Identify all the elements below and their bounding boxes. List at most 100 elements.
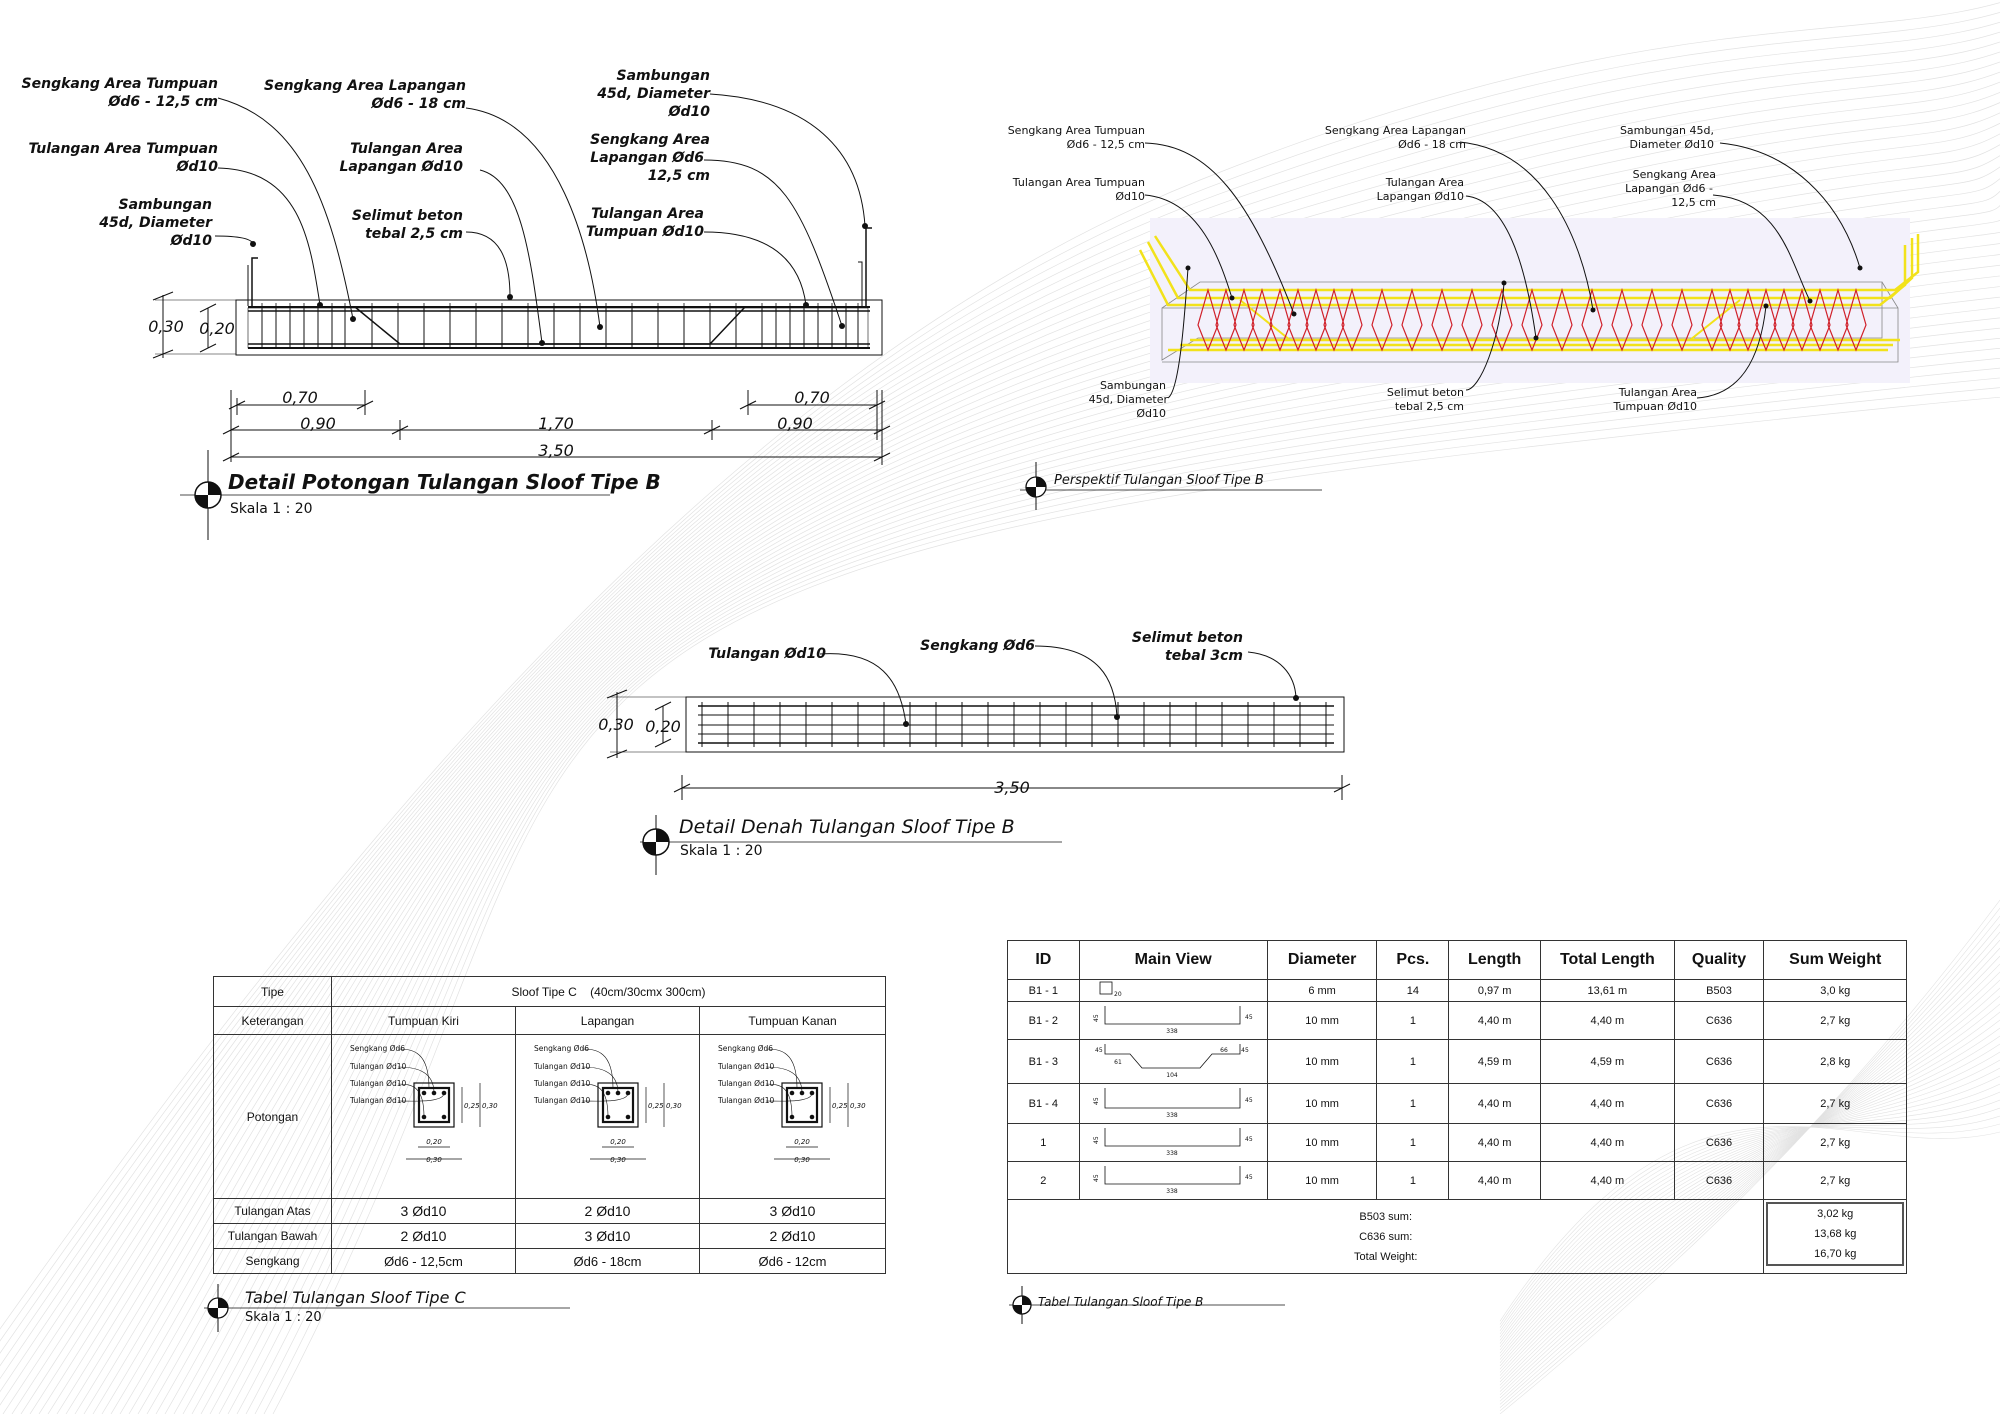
bar-shape-drawing: 20 [1099, 981, 1122, 998]
tblb-weight: 2,7 kg [1763, 1161, 1907, 1200]
bar-shape-label: 45 [1241, 1047, 1249, 1054]
tblb-length: 4,40 m [1448, 1123, 1542, 1162]
tblb-id: 1 [1007, 1123, 1080, 1162]
bar-shape-label: 45 [1095, 1047, 1103, 1054]
tblb-id: B1 - 3 [1007, 1039, 1080, 1084]
tblb-diameter: 10 mm [1266, 1123, 1378, 1162]
tblb-quality: C636 [1673, 1161, 1765, 1200]
sec-label-tulangan-tumpuan-r-1: Tulangan Area [591, 206, 704, 222]
xsec-label: Sengkang Ød6 [718, 1044, 773, 1053]
tblb-quality: C636 [1673, 1039, 1765, 1084]
xsec-label: Tulangan Ød10 [717, 1079, 775, 1088]
xsec-label: Tulangan Ød10 [717, 1096, 775, 1105]
tblc-cell: 3 Ød10 [699, 1198, 886, 1224]
tblc-tipe-label: Tipe [213, 976, 332, 1007]
sec-label-sambungan-l-2: 45d, Diameter [98, 215, 213, 231]
xsec-leader [581, 1048, 614, 1089]
tblb-length: 0,97 m [1448, 979, 1542, 1002]
persp-label-tt-1: Tulangan Area Tumpuan [1012, 176, 1145, 189]
background-wave-line [254, 377, 2000, 1414]
tblc-col-header: Lapangan [515, 1006, 700, 1035]
bar-shape [1104, 1088, 1241, 1109]
table-c-title-marker-icon [204, 1284, 570, 1332]
tblb-header: ID [1007, 940, 1080, 980]
tblb-id: B1 - 1 [1007, 979, 1080, 1002]
perspective-stirrup [1791, 287, 1813, 352]
perspective-stirrup [1701, 287, 1723, 352]
background-wave-line [47, 122, 2000, 1414]
tblb-total-length: 4,59 m [1540, 1039, 1675, 1084]
background-wave-line [263, 387, 2000, 1414]
tblb-length: 4,40 m [1448, 1161, 1542, 1200]
plan-beam-outline [685, 696, 1345, 753]
bar-shape-label: 338 [1166, 1028, 1178, 1035]
persp-label-sel-2: tebal 2,5 cm [1395, 400, 1464, 413]
section-title: Detail Potongan Tulangan Sloof Tipe B [228, 470, 661, 494]
section-title-marker-icon [180, 450, 610, 540]
sec-label-sambungan-l-1: Sambungan [118, 197, 212, 213]
xsec-dim-w2: 0,30 [794, 1156, 810, 1164]
tblb-total-length: 4,40 m [1540, 1083, 1675, 1124]
perspective-stirrup [1251, 287, 1273, 352]
tblb-quality: C636 [1673, 1123, 1765, 1162]
tblb-header: Length [1448, 940, 1542, 980]
xsec-leader [581, 1066, 619, 1094]
background-wave-line [245, 367, 2000, 1414]
xsec-bar [605, 1090, 611, 1096]
bar-shape-label: 338 [1166, 1112, 1178, 1119]
xsec-label: Sengkang Ød6 [350, 1044, 405, 1053]
tblb-weight: 2,7 kg [1763, 1123, 1907, 1162]
xsec-bar [441, 1114, 447, 1120]
tblb-id: 2 [1007, 1161, 1080, 1200]
sec-label-tulangan-lapangan-1: Tulangan Area [350, 141, 463, 157]
perspective-stirrup [1581, 287, 1603, 352]
tblb-header: Pcs. [1376, 940, 1450, 980]
tblc-cell: Ød6 - 12cm [699, 1248, 886, 1274]
perspective-stirrup [1827, 287, 1849, 352]
xsec-dim-w2: 0,30 [426, 1156, 442, 1164]
tblb-total-length: 4,40 m [1540, 1161, 1675, 1200]
tblb-weight: 2,7 kg [1763, 1001, 1907, 1040]
perspective-title-marker-icon [1020, 462, 1322, 510]
perspective-stirrup [1323, 287, 1345, 352]
xsec-dim-h2: 0,30 [482, 1102, 498, 1110]
tblc-col-header: Tumpuan Kanan [699, 1006, 886, 1035]
perspective-stirrup [1431, 287, 1453, 352]
tblb-length: 4,40 m [1448, 1001, 1542, 1040]
xsec-label: Sengkang Ød6 [534, 1044, 589, 1053]
persp-label-sl-2: Ød6 - 18 cm [1398, 138, 1466, 151]
xsec-label: Tulangan Ød10 [349, 1096, 407, 1105]
plan-detail-drawing: Tulangan Ød10 Sengkang Ød6 Selimut beton… [598, 630, 1351, 875]
bar-shape-label: 338 [1166, 1188, 1178, 1195]
bar-shape-label: 104 [1166, 1072, 1178, 1079]
sec-label-tulangan-tumpuan-1: Tulangan Area Tumpuan [29, 141, 219, 157]
persp-label-slr-1: Sengkang Area [1633, 168, 1716, 181]
sec-label-selimut-1: Selimut beton [352, 208, 463, 224]
tblc-cell: 2 Ød10 [515, 1198, 700, 1224]
beam-outline [235, 299, 883, 356]
section-scale: Skala 1 : 20 [230, 501, 313, 517]
plan-title: Detail Denah Tulangan Sloof Tipe B [679, 816, 1015, 838]
sec-dim-070-right: 0,70 [794, 388, 830, 407]
persp-label-slr-3: 12,5 cm [1671, 196, 1716, 209]
perspective-title: Perspektif Tulangan Sloof Tipe B [1054, 473, 1264, 488]
xsec-label: Tulangan Ød10 [349, 1079, 407, 1088]
tblb-quality: C636 [1673, 1083, 1765, 1124]
bar-shape-label: 45 [1093, 1014, 1100, 1022]
xsec-bar [421, 1090, 427, 1096]
tblb-sum-values: 3,02 kg 13,68 kg 16,70 kg [1763, 1199, 1907, 1274]
perspective-stirrup [1197, 287, 1219, 352]
sec-dim-h-inner: 0,20 [199, 319, 235, 338]
perspective-stirrup [1755, 287, 1777, 352]
persp-label-tt-2: Ød10 [1115, 190, 1145, 203]
tblb-length: 4,59 m [1448, 1039, 1542, 1084]
